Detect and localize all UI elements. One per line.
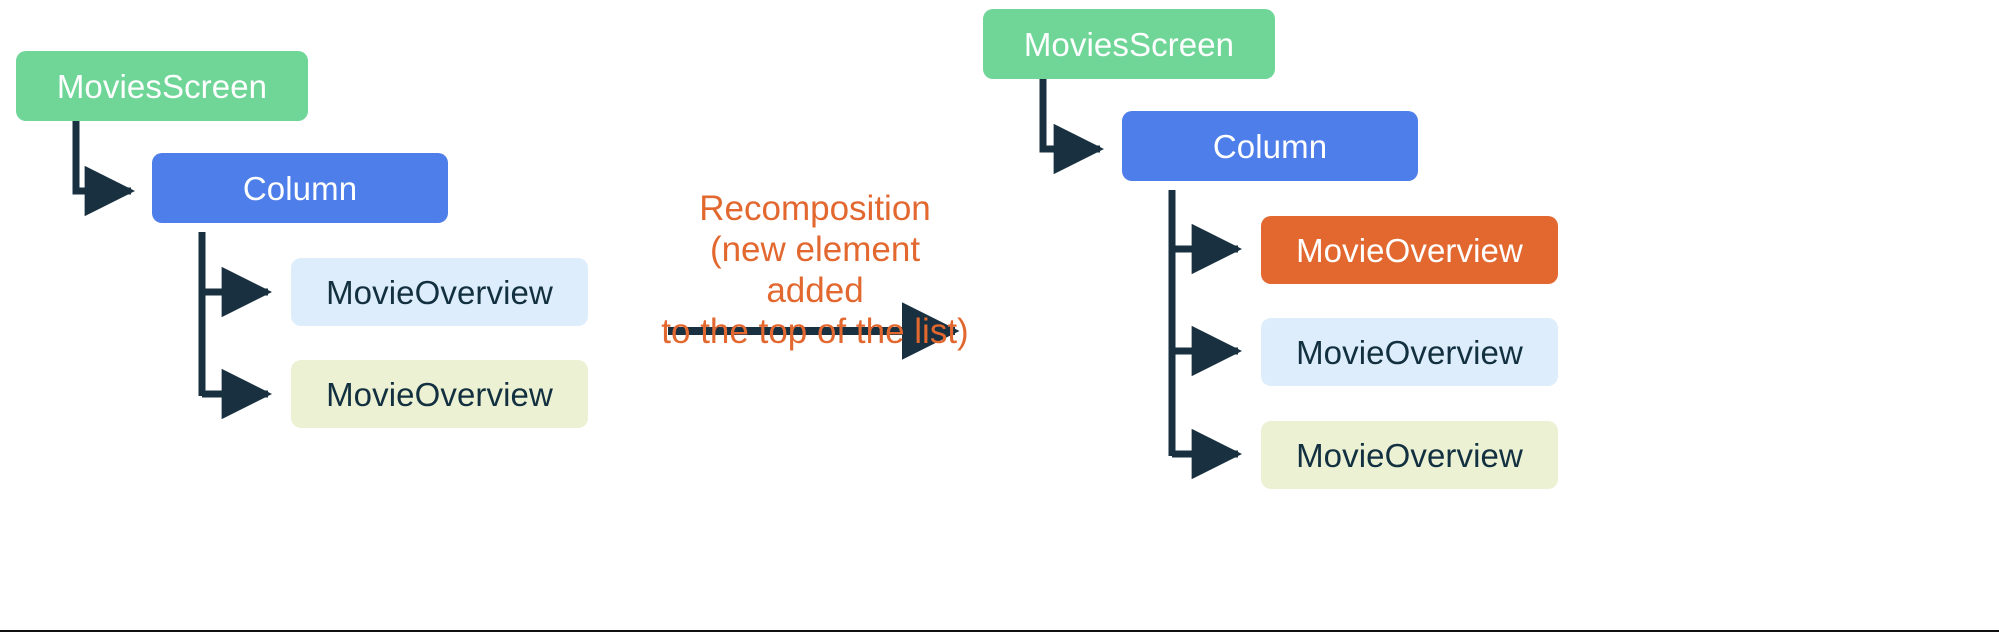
- connector-right-screen-to-column: [1039, 79, 1105, 175]
- before-node-movie-overview-1-label: MovieOverview: [326, 273, 553, 311]
- after-node-movie-overview-1-label: MovieOverview: [1296, 333, 1523, 371]
- connector-right-column-to-children: [1168, 190, 1243, 480]
- connector-left-screen-to-column: [72, 121, 136, 217]
- bottom-divider: [0, 630, 1999, 632]
- after-node-column[interactable]: Column: [1122, 111, 1418, 181]
- after-node-movie-overview-2[interactable]: MovieOverview: [1261, 421, 1558, 489]
- before-node-movies-screen[interactable]: MoviesScreen: [16, 51, 308, 121]
- after-node-movie-overview-new[interactable]: MovieOverview: [1261, 216, 1558, 284]
- transition-caption: Recomposition (new element added to the …: [661, 189, 969, 351]
- after-node-movie-overview-new-label: MovieOverview: [1296, 231, 1523, 269]
- after-node-column-label: Column: [1212, 127, 1328, 165]
- after-node-movie-overview-1[interactable]: MovieOverview: [1261, 318, 1558, 386]
- before-node-movie-overview-1[interactable]: MovieOverview: [291, 258, 588, 326]
- after-node-movie-overview-2-label: MovieOverview: [1296, 436, 1523, 474]
- after-node-movies-screen-label: MoviesScreen: [1023, 25, 1235, 63]
- before-node-column[interactable]: Column: [152, 153, 448, 223]
- before-node-column-label: Column: [242, 169, 358, 207]
- before-node-movie-overview-2-label: MovieOverview: [326, 375, 553, 413]
- connector-left-column-to-children: [198, 232, 273, 420]
- after-node-movies-screen[interactable]: MoviesScreen: [983, 9, 1275, 79]
- before-node-movie-overview-2[interactable]: MovieOverview: [291, 360, 588, 428]
- before-node-movies-screen-label: MoviesScreen: [56, 67, 268, 105]
